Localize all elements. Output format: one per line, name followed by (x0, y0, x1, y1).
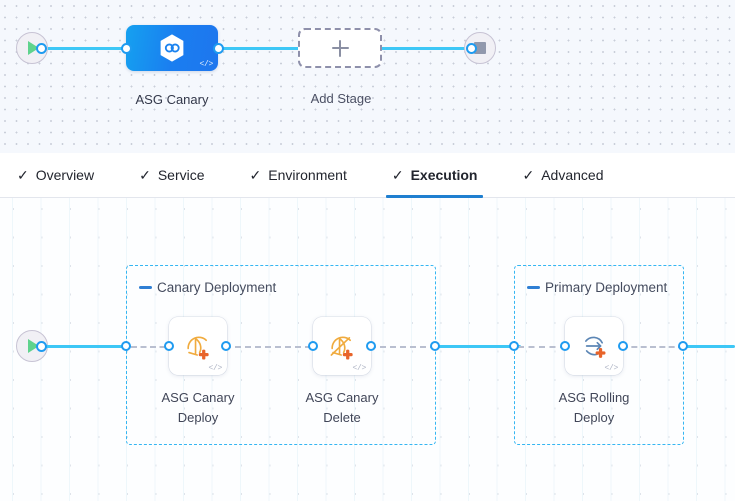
tab-label-advanced: Advanced (541, 167, 604, 183)
stage-label-asg-canary: ASG Canary (135, 92, 209, 107)
exec-dashrail-g1-a (131, 346, 175, 348)
stage-connector-dot-canary-right[interactable] (213, 43, 224, 54)
stage-rail-add-to-end (380, 47, 472, 50)
execution-canvas[interactable]: Canary Deployment </> (0, 198, 735, 501)
add-stage-button[interactable] (298, 28, 382, 68)
step-label-line1: ASG Canary (305, 390, 379, 405)
exec-connector-dot-delete-right[interactable] (366, 341, 376, 351)
tab-label-environment: Environment (268, 167, 347, 183)
tab-service[interactable]: ✓ Service (137, 153, 206, 197)
step-node-asg-canary-delete[interactable]: </> (313, 317, 371, 375)
step-node-asg-rolling-deploy[interactable]: </> (565, 317, 623, 375)
exec-connector-dot-start[interactable] (36, 341, 47, 352)
stage-canvas[interactable]: </> ASG Canary Add Stage (0, 0, 735, 153)
stage-rail-start-to-canary (41, 47, 133, 50)
step-node-asg-canary-deploy[interactable]: </> (169, 317, 227, 375)
asg-hexagon-icon (158, 33, 186, 63)
stage-node-asg-canary[interactable]: </> (126, 25, 218, 71)
plus-icon (331, 39, 349, 57)
check-icon: ✓ (17, 167, 29, 183)
exec-connector-dot-g2-exit[interactable] (678, 341, 688, 351)
tab-execution[interactable]: ✓ Execution (385, 153, 484, 198)
collapse-dash-icon[interactable] (139, 286, 152, 289)
step-group-canary-deployment[interactable]: Canary Deployment (126, 265, 436, 445)
asg-rolling-deploy-icon (585, 336, 606, 358)
exec-dashrail-g2-b (622, 346, 684, 348)
code-badge-icon: </> (208, 364, 222, 373)
exec-connector-dot-g1-exit[interactable] (430, 341, 440, 351)
step-label-line1: ASG Rolling (558, 390, 630, 405)
exec-connector-dot-deploy-right[interactable] (221, 341, 231, 351)
step-group-header-primary-deployment[interactable]: Primary Deployment (527, 280, 667, 295)
stage-connector-dot-start[interactable] (36, 43, 47, 54)
stop-icon (474, 42, 486, 54)
check-icon: ✓ (522, 167, 535, 183)
exec-dashrail-g1-c (370, 346, 436, 348)
exec-connector-dot-deploy-left[interactable] (164, 341, 174, 351)
exec-rail-trailing (681, 345, 735, 348)
step-group-title-primary-deployment: Primary Deployment (545, 280, 668, 295)
step-group-header-canary-deployment[interactable]: Canary Deployment (139, 280, 276, 295)
stage-rail-canary-to-add (212, 47, 304, 50)
tab-overview[interactable]: ✓ Overview (15, 153, 96, 197)
exec-connector-dot-rolling-left[interactable] (560, 341, 570, 351)
exec-rail-between-groups (433, 345, 521, 348)
check-icon: ✓ (249, 167, 262, 183)
add-stage-label: Add Stage (310, 91, 372, 106)
play-icon (28, 41, 39, 55)
check-icon: ✓ (391, 167, 404, 183)
step-label-asg-canary-delete: ASG Canary Delete (262, 388, 422, 428)
step-label-line2: Deploy (573, 410, 615, 426)
stage-connector-dot-canary-left[interactable] (121, 43, 132, 54)
step-label-line1: ASG Canary (161, 390, 235, 405)
asg-canary-delete-icon (330, 336, 353, 360)
code-badge-icon: </> (352, 364, 366, 373)
tab-label-overview: Overview (35, 167, 95, 183)
tab-environment[interactable]: ✓ Environment (248, 153, 349, 197)
exec-dashrail-g2-a (518, 346, 566, 348)
exec-dashrail-g1-b (225, 346, 321, 348)
check-icon: ✓ (139, 167, 151, 183)
stage-connector-dot-end[interactable] (466, 43, 477, 54)
asg-canary-deploy-icon (187, 336, 209, 360)
play-icon (28, 339, 39, 353)
tab-label-execution: Execution (410, 167, 478, 183)
code-badge-icon: </> (199, 60, 213, 69)
stage-config-tabbar: ✓ Overview ✓ Service ✓ Environment ✓ Exe… (0, 153, 735, 198)
step-label-line2: Deploy (177, 410, 219, 426)
step-label-asg-rolling-deploy: ASG Rolling Deploy (514, 388, 674, 428)
step-label-asg-canary-deploy: ASG Canary Deploy (118, 388, 278, 428)
collapse-dash-icon[interactable] (527, 286, 540, 289)
step-label-line2: Delete (323, 410, 361, 426)
exec-connector-dot-g2-entry[interactable] (509, 341, 519, 351)
exec-rail-start (41, 345, 131, 348)
code-badge-icon: </> (604, 364, 618, 373)
exec-connector-dot-g1-entry[interactable] (121, 341, 131, 351)
step-group-title-canary-deployment: Canary Deployment (157, 280, 277, 295)
tab-advanced[interactable]: ✓ Advanced (520, 153, 605, 197)
tab-label-service: Service (157, 167, 205, 183)
exec-connector-dot-rolling-right[interactable] (618, 341, 628, 351)
exec-connector-dot-delete-left[interactable] (308, 341, 318, 351)
step-group-primary-deployment[interactable]: Primary Deployment (514, 265, 684, 445)
